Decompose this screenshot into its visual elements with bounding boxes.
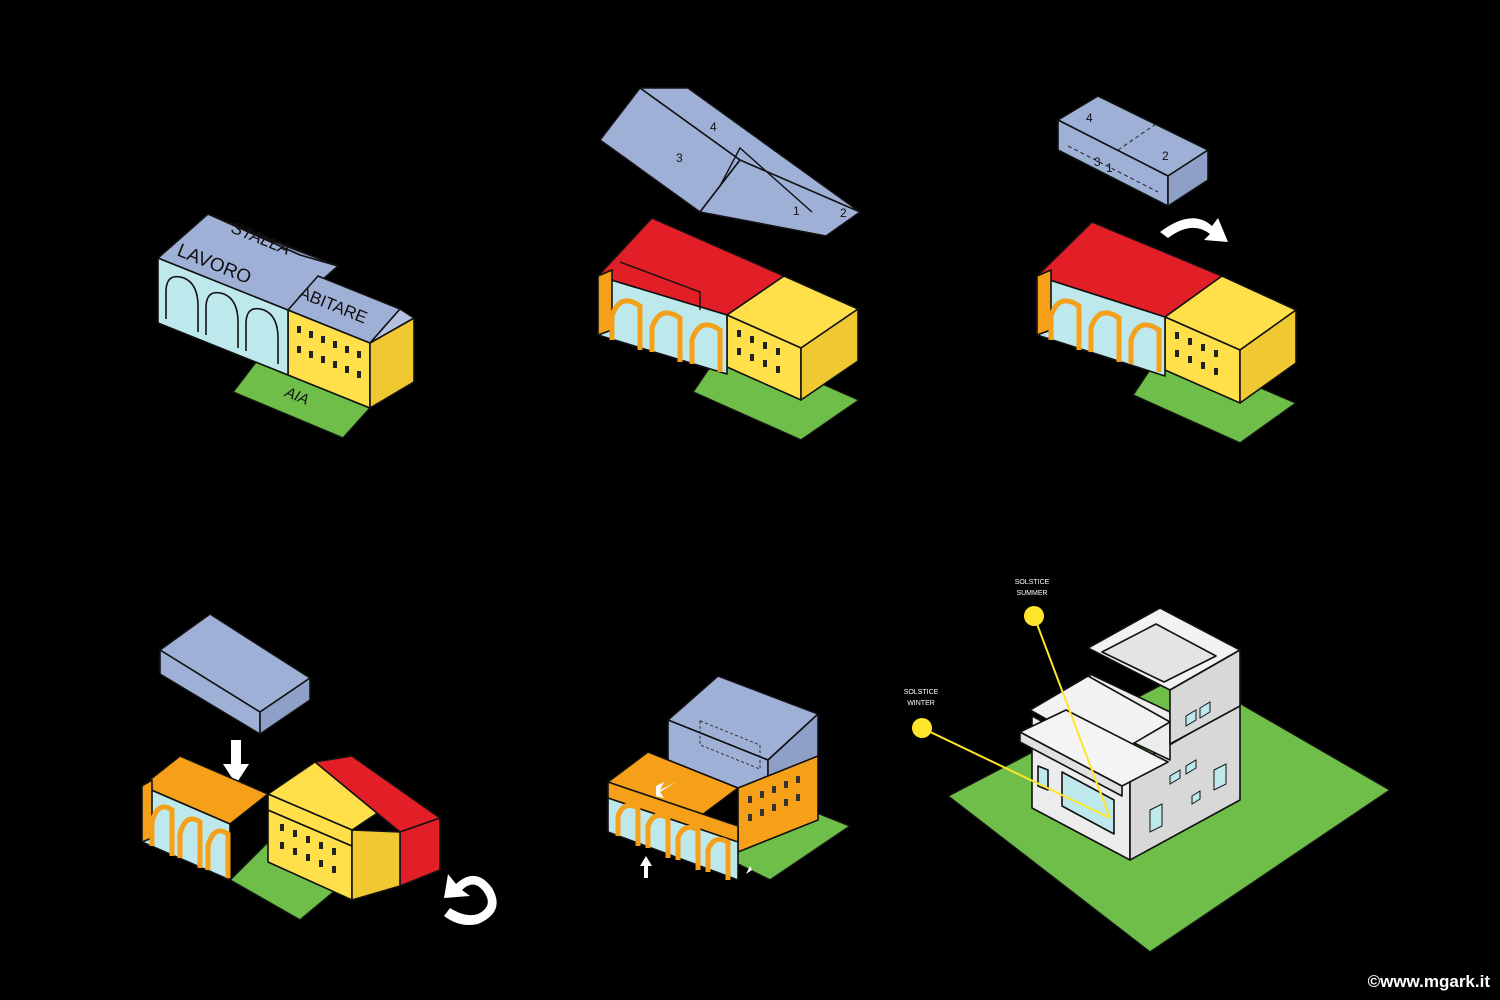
roof-terrace-opening <box>1101 623 1217 683</box>
canopy-top <box>1019 709 1169 787</box>
orange-front-band <box>607 781 739 843</box>
yellow-dwelling-side <box>800 308 859 401</box>
step2-exploded: 4 3 1 2 <box>597 87 861 441</box>
portico-arches <box>615 802 731 880</box>
step3-new-roof: 4 2 3 1 <box>1036 95 1297 444</box>
dwelling-windows <box>297 326 361 378</box>
summer-sun-icon <box>1024 606 1044 626</box>
roof-num-3: 3 <box>676 151 683 165</box>
dwelling-windows <box>280 824 336 873</box>
roof-num-4: 4 <box>710 120 717 134</box>
portico-arches <box>165 275 279 364</box>
dwelling-windows <box>748 776 800 821</box>
stable-roof-back <box>207 213 339 267</box>
red-yellow-side <box>351 829 401 901</box>
roof-opening <box>699 720 761 770</box>
dwelling-roof-gable <box>369 308 415 344</box>
step6-final-house: SOLSTICE SUMMER SOLSTICE WINTER <box>904 579 1391 953</box>
roof-num-1: 1 <box>1106 161 1113 175</box>
dwelling-windows <box>1175 332 1218 375</box>
roof-num-2: 2 <box>840 206 847 220</box>
label-solstice-winter-2: WINTER <box>907 700 935 707</box>
roof-num-4: 4 <box>1086 111 1093 125</box>
winter-sun-icon <box>912 718 932 738</box>
up-arrow-icon <box>640 856 652 878</box>
inward-arrow-icon <box>656 782 676 798</box>
side-windows <box>1149 701 1227 833</box>
step1-farmhouse: STALLA LAVORO ABITARE AIA <box>157 213 415 439</box>
rotate-back-arrow-icon <box>444 874 497 925</box>
dwelling-windows <box>737 330 780 373</box>
portico-arches <box>149 804 231 878</box>
stable-inner-frame <box>619 261 701 310</box>
roof-dash-1 <box>1117 123 1157 151</box>
flat-roof-side <box>259 677 311 735</box>
roof-num-3: 3 <box>1094 155 1101 169</box>
roof-num-2: 2 <box>1162 149 1169 163</box>
roof-dash-2 <box>1067 145 1159 193</box>
exploded-roof-face-1 <box>699 159 861 237</box>
step4-rotation <box>141 613 497 925</box>
flat-roof-side <box>1167 149 1209 207</box>
label-solstice-summer-2: SUMMER <box>1016 590 1047 597</box>
step5-assembly <box>607 675 851 881</box>
portico-arches <box>609 298 723 372</box>
down-arrow-icon <box>223 740 249 784</box>
label-solstice-winter-1: SOLSTICE <box>904 689 939 696</box>
corner-arrow-icon <box>740 866 752 878</box>
yellow-dwelling-side <box>1239 309 1297 404</box>
winter-sun-ray <box>921 727 1111 819</box>
rotate-arrow-icon <box>1160 218 1228 242</box>
roof-num-1: 1 <box>793 204 800 218</box>
exploded-roof-ridge <box>719 146 813 213</box>
credit-watermark: ©www.mgark.it <box>1367 972 1490 991</box>
portico-arches <box>1048 298 1162 372</box>
summer-sun-ray <box>1033 615 1111 819</box>
label-solstice-summer-1: SOLSTICE <box>1015 579 1050 586</box>
